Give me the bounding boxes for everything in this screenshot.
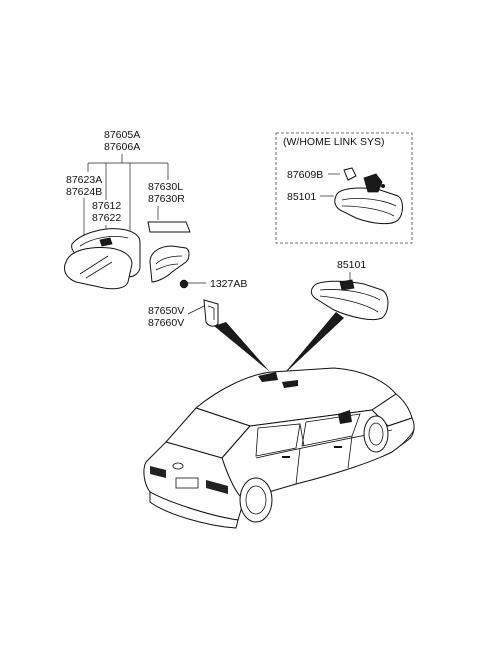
- pointer-inside-mirror: [282, 312, 344, 376]
- bracket-87609B: [343, 167, 357, 181]
- inside-mirror-homelink: [334, 187, 403, 225]
- label-87623A: 87623A: [66, 174, 102, 186]
- car-illustration: [143, 367, 415, 529]
- label-homelink: (W/HOME LINK SYS): [283, 136, 385, 148]
- label-87660V: 87660V: [148, 317, 184, 329]
- label-87630L: 87630L: [148, 181, 183, 193]
- label-87650V: 87650V: [148, 305, 184, 317]
- glass-clip: [99, 237, 113, 247]
- label-87624B: 87624B: [66, 186, 102, 198]
- label-1327AB: 1327AB: [210, 278, 247, 290]
- label-85101: 85101: [337, 259, 366, 271]
- mirror-stem: [339, 279, 355, 291]
- label-87609B: 87609B: [287, 169, 323, 181]
- label-85101-homelink: 85101: [287, 191, 316, 203]
- pad-87630: [147, 221, 191, 233]
- label-87605A: 87605A: [104, 129, 140, 141]
- pointer-garnish: [214, 322, 270, 372]
- label-87630R: 87630R: [148, 193, 185, 205]
- mirror-base: [149, 245, 190, 283]
- mirror-glass: [63, 247, 133, 290]
- mirror-stem-homelink: [363, 173, 383, 193]
- homelink-box: [275, 132, 413, 244]
- label-87606A: 87606A: [104, 141, 140, 153]
- nut-1327AB: [179, 279, 189, 289]
- garnish-87650V: [203, 299, 219, 327]
- label-87622: 87622: [92, 212, 121, 224]
- label-87612: 87612: [92, 200, 121, 212]
